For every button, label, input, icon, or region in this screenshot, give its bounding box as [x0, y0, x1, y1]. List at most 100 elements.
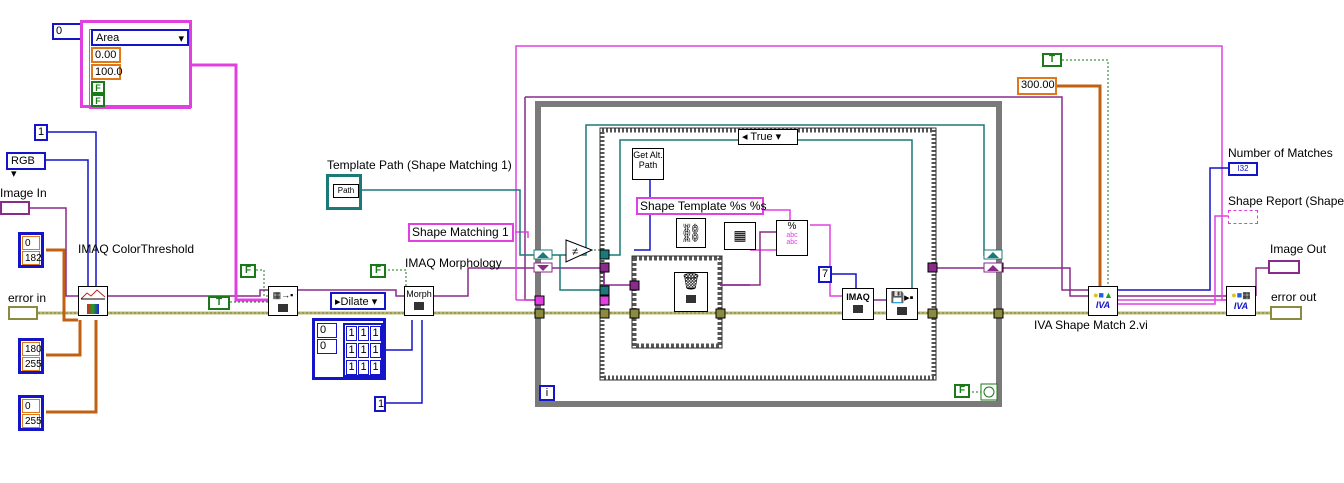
imaq-icon — [853, 305, 863, 313]
svg-text:≠: ≠ — [572, 246, 578, 258]
min-score-constant[interactable]: 300.00 — [1017, 77, 1057, 95]
trash-icon: 🗑 — [680, 274, 702, 291]
sequence-frame-border — [631, 255, 723, 349]
morphology-node[interactable]: Morph — [404, 286, 434, 316]
imaq-create-node[interactable]: IMAQ — [842, 288, 874, 320]
dilate-ring[interactable]: ▸Dilate ▾ — [330, 292, 386, 310]
morphology-label: IMAQ Morphology — [405, 256, 502, 270]
template-path-terminal[interactable]: Path — [326, 174, 362, 210]
shape-report-terminal[interactable] — [1228, 210, 1258, 224]
elem-a[interactable]: 0 — [317, 323, 337, 338]
image-out-terminal[interactable] — [1268, 260, 1300, 274]
range-min[interactable]: 0.00 — [91, 47, 121, 63]
link-node[interactable]: ⛓ — [676, 218, 706, 248]
kernel-cell[interactable]: 1 — [370, 343, 381, 358]
bool-true-top[interactable]: T — [1042, 53, 1062, 67]
read-template-node[interactable]: 💾▸▪ — [886, 288, 918, 320]
kernel-cell[interactable]: 1 — [358, 343, 369, 358]
error-out-label: error out — [1271, 290, 1317, 304]
imaq-icon — [414, 302, 424, 310]
bool-false-morph[interactable]: F — [370, 264, 386, 278]
area-ring[interactable]: Area▾ — [91, 29, 189, 46]
tunnels — [533, 249, 1004, 319]
dilate-ring-label: Dilate — [340, 296, 369, 308]
range3-cluster[interactable]: 0 255 — [18, 395, 44, 431]
chevron-left-icon: ◂ — [742, 131, 748, 143]
abc-input-1: abc — [786, 232, 798, 239]
range1-min[interactable]: 0 — [22, 236, 40, 250]
iterations-constant[interactable]: 1 — [374, 396, 386, 412]
histogram-icon — [80, 289, 106, 300]
kernel-cell[interactable]: 1 — [346, 360, 357, 375]
sequence-frame — [631, 255, 723, 349]
shapes-icon: ●■▲ — [1093, 290, 1113, 300]
image-in-terminal[interactable] — [0, 201, 30, 215]
kernel-cell[interactable]: 1 — [358, 360, 369, 375]
link-icon: ⛓ — [679, 223, 703, 243]
elem-b[interactable]: 0 — [317, 339, 337, 354]
particle-filter-node[interactable]: ▦→▪ — [268, 286, 298, 316]
chevron-down-icon: ▾ — [775, 131, 782, 143]
float-wire — [46, 84, 1102, 414]
flag-f2[interactable]: F — [91, 94, 105, 107]
kernel-cell[interactable]: 1 — [358, 326, 369, 341]
kernel-cell[interactable]: 1 — [370, 326, 381, 341]
get-alt-path-node[interactable]: Get Alt. Path — [632, 148, 664, 180]
image-in-label: Image In — [0, 186, 47, 200]
color-icon — [87, 304, 99, 314]
range3-max[interactable]: 255 — [22, 414, 42, 428]
bool-false-stop[interactable]: F — [954, 384, 970, 398]
template-path-label: Template Path (Shape Matching 1) — [327, 158, 512, 172]
imaq-glyph: IMAQ — [846, 292, 870, 302]
format-string-constant[interactable]: Shape Template %s %s — [636, 197, 767, 215]
range3-min[interactable]: 0 — [22, 399, 40, 413]
range1-max[interactable]: 182 — [22, 251, 42, 265]
range2-cluster[interactable]: 180 255 — [18, 338, 44, 374]
cluster-wire — [192, 63, 268, 302]
number-of-matches-terminal[interactable]: I32 — [1228, 162, 1258, 176]
range-max[interactable]: 100.0 — [91, 64, 123, 80]
chevron-right-icon: ▸ — [335, 296, 341, 308]
index-constant[interactable]: 0 — [52, 23, 86, 40]
iva-shape-match-label: IVA Shape Match 2.vi — [1034, 318, 1148, 332]
dispose-node[interactable]: 🗑 — [674, 272, 708, 312]
iva-overlay-node[interactable]: ●■▦ IVA — [1226, 286, 1256, 316]
iva-glyph: IVA — [1095, 300, 1111, 310]
color-mode-label: RGB — [11, 155, 35, 167]
overlay-icon: ●■▦ — [1231, 290, 1251, 300]
error-out-terminal[interactable] — [1270, 306, 1302, 320]
bool-true-left[interactable]: T — [208, 296, 230, 310]
filter-icon: ▦→▪ — [272, 290, 294, 300]
numeric-wire — [46, 131, 1228, 404]
bool-false-mid[interactable]: F — [240, 264, 256, 278]
range2-max[interactable]: 255 — [22, 357, 42, 371]
flag-f1[interactable]: F — [91, 81, 105, 94]
iva-shape-match-node[interactable]: ●■▲ IVA — [1088, 286, 1118, 316]
shape-filter-cluster[interactable]: Area▾ 0.00 100.0 F F — [80, 20, 192, 109]
case-selector[interactable]: ◂ True ▾ — [738, 129, 798, 145]
string-wire — [515, 45, 1228, 305]
color-threshold-label: IMAQ ColorThreshold — [78, 242, 195, 256]
replace-constant[interactable]: 1 — [34, 124, 48, 141]
kernel-cell[interactable]: 1 — [346, 343, 357, 358]
color-mode-ring[interactable]: RGB ▾ — [6, 152, 46, 180]
path-glyph: Path — [333, 184, 359, 198]
grid-icon: ▦ — [733, 227, 747, 243]
color-threshold-node[interactable] — [78, 286, 108, 316]
imaq-icon — [686, 295, 696, 303]
kernel-cell[interactable]: 1 — [346, 326, 357, 341]
seven-constant[interactable]: 7 — [818, 266, 832, 283]
array-node[interactable]: ▦ — [724, 222, 756, 250]
image-out-label: Image Out — [1270, 242, 1327, 256]
format-into-string-node[interactable]: % abc abc — [776, 220, 808, 256]
range1-cluster[interactable]: 0 182 — [18, 232, 44, 268]
kernel-cell[interactable]: 1 — [370, 360, 381, 375]
chevron-down-icon: ▾ — [371, 296, 378, 308]
range2-min[interactable]: 180 — [22, 342, 42, 356]
shape-matching-string[interactable]: Shape Matching 1 — [408, 223, 514, 242]
error-in-terminal[interactable] — [8, 306, 38, 320]
